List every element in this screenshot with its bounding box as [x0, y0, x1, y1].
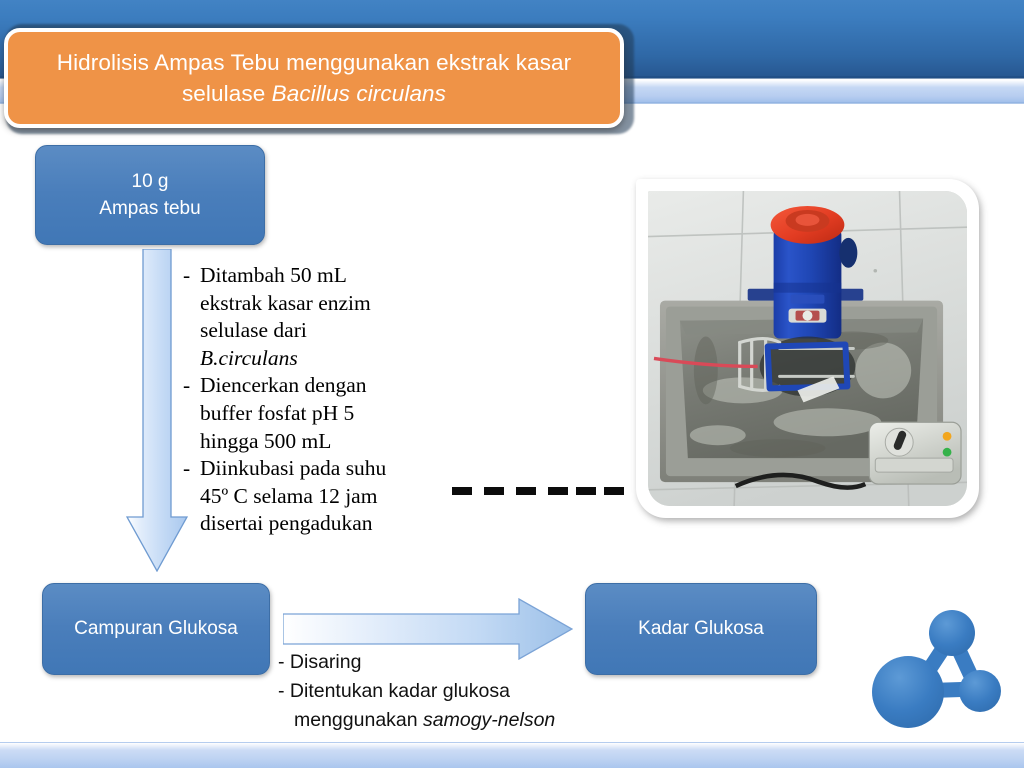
process-box-mixture-label: Campuran Glukosa — [74, 618, 238, 639]
dash-segment — [452, 487, 472, 495]
process-box-result[interactable]: Kadar Glukosa — [585, 583, 817, 675]
input-material: Ampas tebu — [99, 198, 201, 219]
process-box-input-text: 10 g Ampas tebu — [99, 168, 200, 222]
molecule-node-large — [872, 656, 944, 728]
middle-step-3-body: Diinkubasi pada suhu 45º C selama 12 jam… — [200, 455, 449, 538]
bottom-instructions: - Disaring - Ditentukan kadar glukosa me… — [278, 648, 608, 735]
bottom-step-2: - Ditentukan kadar glukosa — [278, 680, 510, 702]
middle-step-1-line-2: ekstrak kasar enzim — [200, 290, 371, 315]
arrow-right-icon — [283, 598, 573, 660]
input-amount: 10 g — [131, 171, 169, 192]
middle-step-2-line-1: Diencerkan dengan — [200, 373, 367, 398]
equipment-photo — [648, 191, 967, 506]
bullet-dash-icon: - — [183, 456, 191, 481]
middle-step-2-line-2: buffer fosfat pH 5 — [200, 400, 355, 425]
page-title: Hidrolisis Ampas Tebu menggunakan ekstra… — [43, 47, 586, 109]
footer-band — [0, 743, 1024, 768]
title-line-2-plain: selulase — [181, 81, 272, 106]
middle-step-3-line-2: 45º C selama 12 jam — [200, 483, 378, 508]
bottom-step-3-italic: samogy-nelson — [423, 709, 556, 731]
title-banner: Hidrolisis Ampas Tebu menggunakan ekstra… — [4, 28, 624, 128]
title-line-2-italic: Bacillus circulans — [271, 81, 447, 106]
overhead-stirrer-photo-graphic — [648, 191, 967, 506]
bottom-step-1: - Disaring — [278, 651, 362, 673]
middle-step-1-line-4: B.circulans — [200, 345, 298, 370]
middle-step-2-body: Diencerkan dengan buffer fosfat pH 5 hin… — [200, 372, 449, 455]
dash-segment — [576, 487, 596, 495]
process-box-mixture[interactable]: Campuran Glukosa — [42, 583, 270, 675]
title-line-1: Hidrolisis Ampas Tebu menggunakan ekstra… — [56, 50, 572, 75]
dash-segment — [516, 487, 536, 495]
dash-segment — [484, 487, 504, 495]
process-box-input[interactable]: 10 g Ampas tebu — [35, 145, 265, 245]
middle-step-1-body: Ditambah 50 mL ekstrak kasar enzim selul… — [200, 262, 449, 372]
dash-segment — [604, 487, 624, 495]
bullet-dash-icon: - — [183, 373, 191, 398]
middle-step-3-line-1: Diinkubasi pada suhu — [200, 456, 387, 481]
process-box-result-label: Kadar Glukosa — [638, 618, 764, 639]
middle-step-1: - Ditambah 50 mL ekstrak kasar enzim sel… — [183, 262, 449, 372]
molecule-node-small-top — [929, 610, 975, 656]
bottom-step-3-plain: menggunakan — [294, 709, 424, 731]
middle-step-3: - Diinkubasi pada suhu 45º C selama 12 j… — [183, 455, 449, 538]
middle-step-2-line-3: hingga 500 mL — [200, 428, 332, 453]
dashed-connector-line — [452, 487, 624, 495]
bottom-step-3: menggunakan samogy-nelson — [278, 706, 608, 735]
equipment-photo-frame[interactable] — [636, 179, 979, 518]
middle-step-3-line-3: disertai pengadukan — [200, 511, 373, 536]
middle-step-2: - Diencerkan dengan buffer fosfat pH 5 h… — [183, 372, 449, 455]
bullet-dash-icon: - — [183, 263, 191, 287]
middle-step-1-line-1: Ditambah 50 mL — [200, 263, 347, 287]
molecule-icon — [872, 610, 1001, 728]
arrow-down-icon — [126, 249, 188, 572]
middle-step-1-line-3: selulase dari — [200, 318, 307, 343]
molecule-node-small-right — [959, 670, 1001, 712]
middle-instructions: - Ditambah 50 mL ekstrak kasar enzim sel… — [183, 262, 449, 538]
dash-segment — [548, 487, 568, 495]
